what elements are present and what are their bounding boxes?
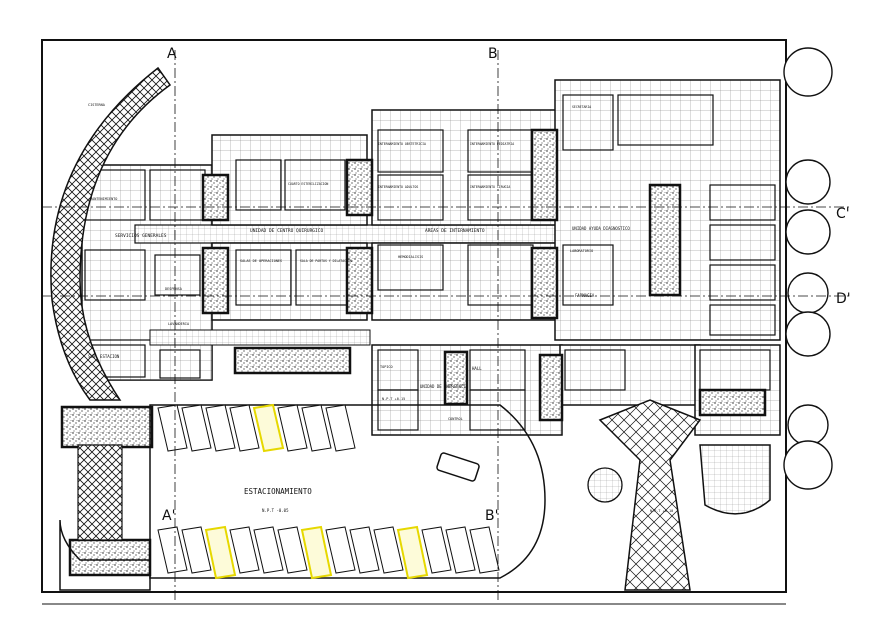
parking-lot-outline [149, 404, 546, 579]
label-centro-quirurgico: UNIDAD DE CENTRO QUIRURGICO [250, 228, 323, 234]
label-topico: TOPICO [380, 365, 393, 369]
axis-label-b-top: B [488, 46, 498, 62]
axis-label-d: D' [836, 291, 851, 307]
label-npt-emergencia: N.P.T +0.15 [382, 397, 405, 401]
ambulance [436, 452, 480, 482]
label-estacionamiento: ESTACIONAMIENTO [244, 487, 312, 496]
label-sub-estacion: SUB. ESTACION [88, 354, 120, 359]
label-sala-partos: SALA DE PARTOS Y DILATACION [300, 259, 352, 263]
zone-labels: ESTACIONAMIENTO N.P.T -0.05 SERVICIOS GE… [88, 103, 673, 513]
rotunda-room [587, 467, 623, 503]
courtyards [60, 128, 767, 577]
label-secretaria: SECRETARIA [572, 105, 591, 109]
label-lavanderia: LAVANDERIA [168, 322, 190, 326]
label-laboratorio: LABORATORIO [570, 249, 593, 253]
label-salas-operaciones: SALAS DE OPERACIONES [240, 259, 282, 263]
label-servicios-generales: SERVICIOS GENERALES [115, 233, 167, 239]
label-mantenimiento: MANTENIMIENTO [90, 197, 117, 201]
trees [783, 47, 833, 490]
label-hemodialisis: HEMODIALISIS [398, 255, 423, 259]
parking-stalls-top [157, 403, 356, 453]
label-emergencia: UNIDAD DE EMERGENCIA [420, 384, 469, 389]
label-npt-estacionamiento: N.P.T -0.05 [262, 508, 289, 513]
label-farmacia: FARMACIA [575, 293, 595, 298]
label-ayuda-diagnostico: UNIDAD AYUDA DIAGNOSTICO [572, 226, 630, 231]
axis-label-a-bottom: A' [162, 508, 175, 524]
label-hall: HALL [472, 366, 482, 371]
axis-label-c: C' [836, 206, 850, 222]
label-control: CONTROL [448, 417, 463, 421]
axis-label-b-bottom: B' [485, 508, 498, 524]
axis-lines [42, 50, 850, 600]
west-lattice-column [77, 444, 123, 541]
auditorium-rotunda [699, 444, 771, 515]
site-border [41, 39, 787, 593]
label-esterilizacion: CUARTO ESTERILIZACION [288, 182, 328, 186]
label-cisterna: CISTERNA [88, 103, 106, 107]
label-int-cirugia: INTERNAMIENTO CIRUGIA [470, 185, 510, 189]
label-int-obstetricia: INTERNAMIENTO OBSTETRICIA [378, 142, 426, 146]
parking-curve-sw [59, 519, 151, 591]
label-int-pediatria: INTERNAMIENTO PEDIATRIA [470, 142, 514, 146]
label-int-adultos: INTERNAMIENTO ADULTOS [378, 185, 418, 189]
label-internamiento: AREAS DE INTERNAMIENTO [425, 228, 485, 234]
label-npt-plaza: N.P.T +0.10 [650, 509, 673, 513]
label-despensa: DESPENSA [165, 287, 183, 291]
west-lattice-arc [50, 66, 172, 401]
entrance-plaza [598, 399, 702, 591]
axis-label-a-top: A [167, 46, 177, 62]
parking-stalls-bottom [157, 525, 500, 580]
